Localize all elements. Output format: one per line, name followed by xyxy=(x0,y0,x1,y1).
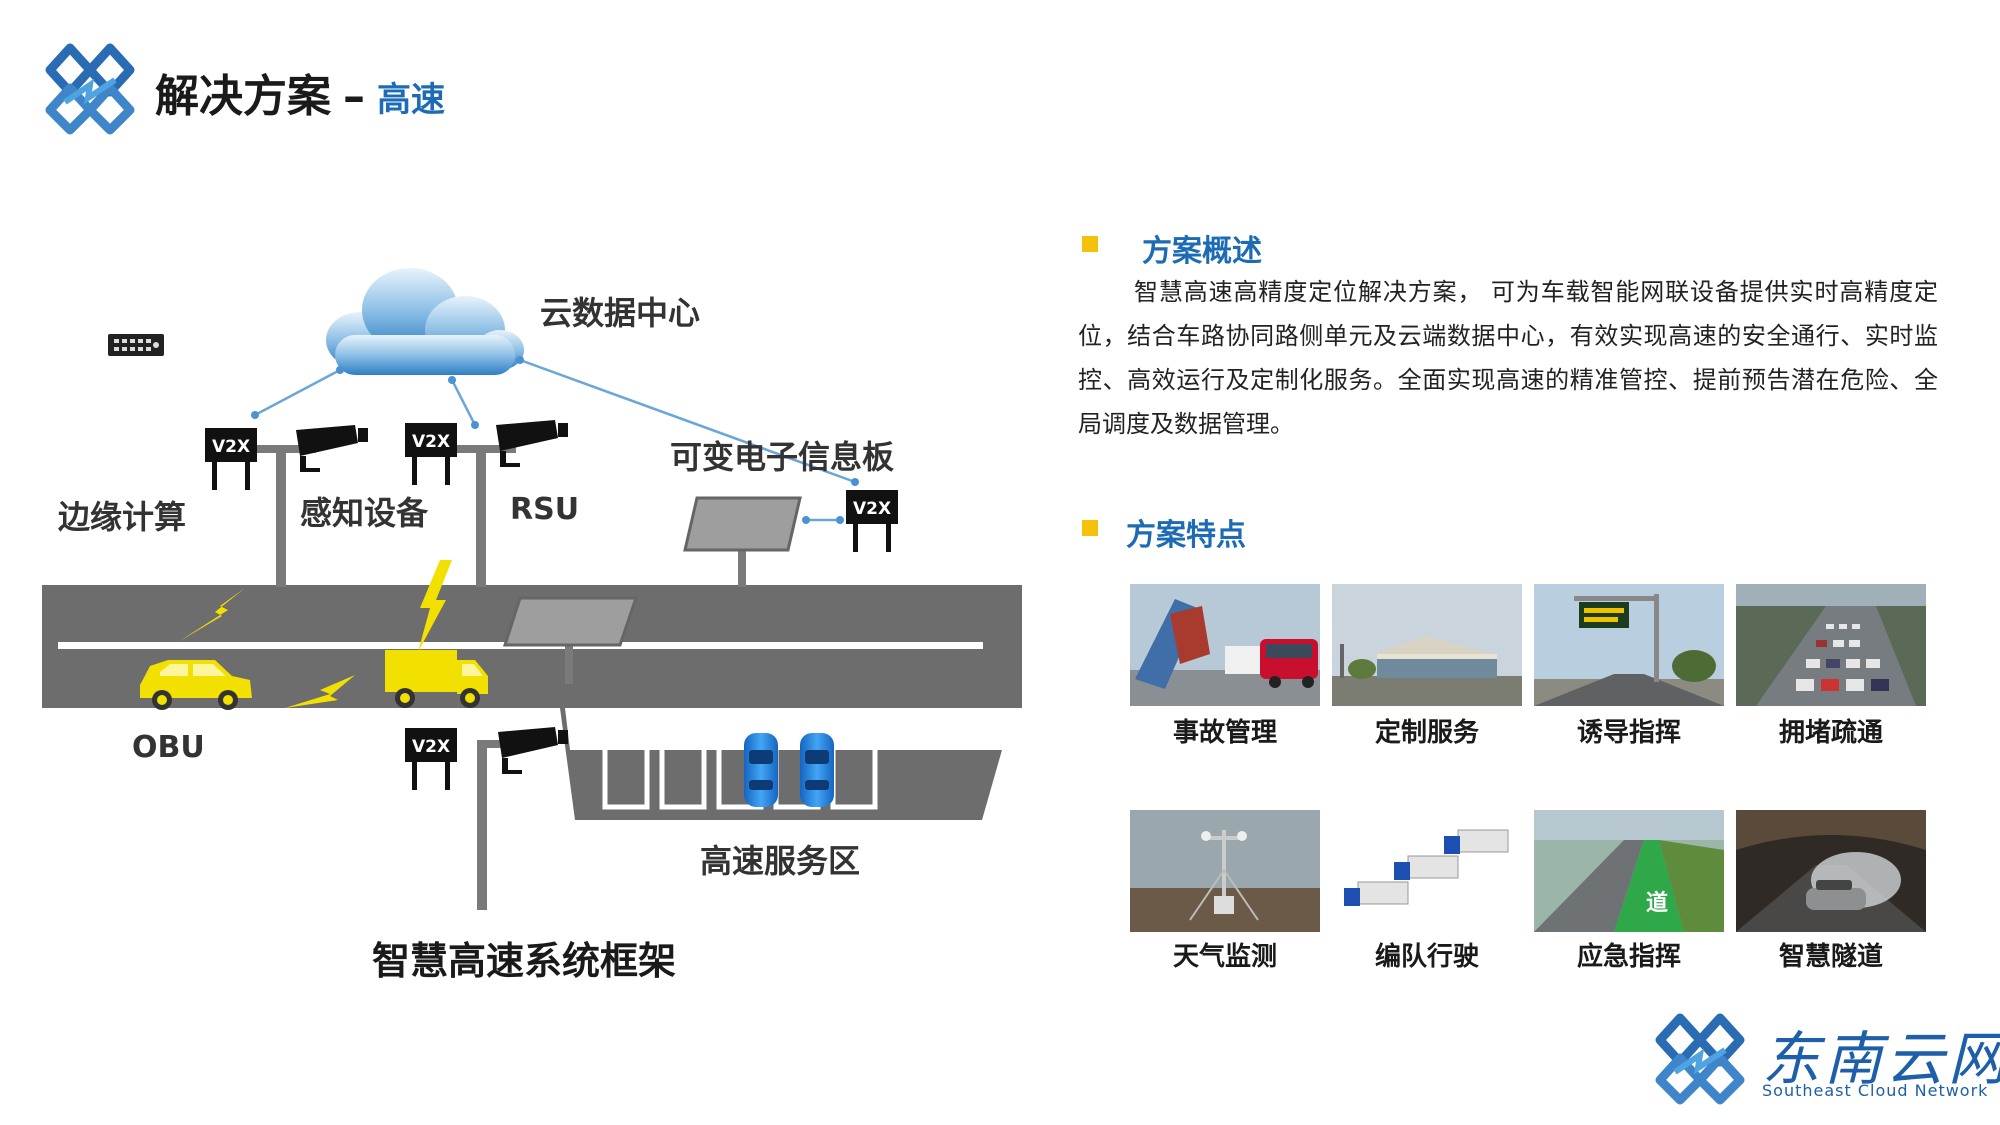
feature-label: 应急指挥 xyxy=(1576,942,1681,972)
tile-truck-platoon-photo xyxy=(1332,810,1522,932)
tile-guidance-sign-photo xyxy=(1534,584,1724,706)
label-edge-computing: 边缘计算 xyxy=(58,498,187,536)
label-variable-sign: 可变电子信息板 xyxy=(670,438,895,476)
label-cloud-data-center: 云数据中心 xyxy=(540,294,701,332)
v2x-unit-icon: V2X xyxy=(405,728,457,790)
overview-text: 智慧高速高精度定位解决方案， 可为车载智能网联设备提供实时高精度定位，结合车路协… xyxy=(1078,278,1938,438)
edge-computing-icon xyxy=(108,334,164,356)
camera-icon xyxy=(498,727,568,774)
company-logo-icon xyxy=(45,43,135,135)
tile-weather-station-photo xyxy=(1130,810,1320,932)
tile-traffic-jam-photo xyxy=(1736,584,1926,706)
svg-text:V2X: V2X xyxy=(212,437,250,457)
bullet-icon xyxy=(1082,520,1098,536)
feature-label: 天气监测 xyxy=(1172,942,1277,972)
diagram-title: 智慧高速系统框架 xyxy=(372,939,677,983)
solar-panel-icon xyxy=(502,596,639,647)
feature-label: 定制服务 xyxy=(1374,718,1479,748)
tile-accident-photo xyxy=(1130,584,1320,706)
brand-name-cn: 东南云网 xyxy=(1762,1025,2000,1093)
tile-service-area-photo xyxy=(1332,584,1522,706)
signal-lightning-icon xyxy=(178,560,452,708)
v2x-unit-icon: V2X xyxy=(846,490,898,552)
v2x-unit-icon: V2X xyxy=(405,423,457,485)
feature-label: 诱导指挥 xyxy=(1576,718,1681,748)
label-rsu: RSU xyxy=(510,492,580,527)
brand-name-en: Southeast Cloud Network xyxy=(1762,1081,1989,1100)
tile-emergency-lane-photo: 道 xyxy=(1534,810,1724,932)
features-title: 方案特点 xyxy=(1126,518,1246,553)
page-title: 解决方案–高速 xyxy=(155,60,445,124)
yellow-truck-icon xyxy=(385,650,488,708)
feature-label: 编队行驶 xyxy=(1374,942,1479,972)
label-obu: OBU xyxy=(132,730,205,765)
feature-label: 事故管理 xyxy=(1172,718,1277,748)
variable-message-sign-icon xyxy=(683,496,844,552)
system-framework-diagram: V2X V2X V2X V2X xyxy=(0,220,1060,1000)
bullet-icon xyxy=(1082,236,1098,252)
yellow-car-icon xyxy=(140,660,252,710)
title-dash: – xyxy=(343,71,365,122)
tile-tunnel-photo xyxy=(1736,810,1926,932)
svg-text:道: 道 xyxy=(1646,890,1668,916)
cloud-icon xyxy=(326,268,524,375)
svg-text:V2X: V2X xyxy=(412,737,450,757)
blue-car-icon xyxy=(744,733,778,807)
brand-logo-icon xyxy=(1655,1013,1745,1105)
overview-paragraph: 智慧高速高精度定位解决方案， 可为车载智能网联设备提供实时高精度定位，结合车路协… xyxy=(1078,270,1938,446)
title-subtitle: 高速 xyxy=(377,80,445,120)
camera-icon xyxy=(496,420,568,467)
feature-label: 拥堵疏通 xyxy=(1778,718,1883,748)
label-service-area: 高速服务区 xyxy=(700,842,861,880)
camera-icon xyxy=(296,425,368,472)
feature-label: 智慧隧道 xyxy=(1778,942,1883,972)
blue-car-icon xyxy=(800,733,834,807)
title-main: 解决方案 xyxy=(155,71,331,122)
label-sensing-device: 感知设备 xyxy=(300,494,429,532)
v2x-unit-icon: V2X xyxy=(205,428,257,490)
overview-title: 方案概述 xyxy=(1142,234,1262,269)
svg-text:V2X: V2X xyxy=(853,499,891,519)
svg-text:V2X: V2X xyxy=(412,432,450,452)
